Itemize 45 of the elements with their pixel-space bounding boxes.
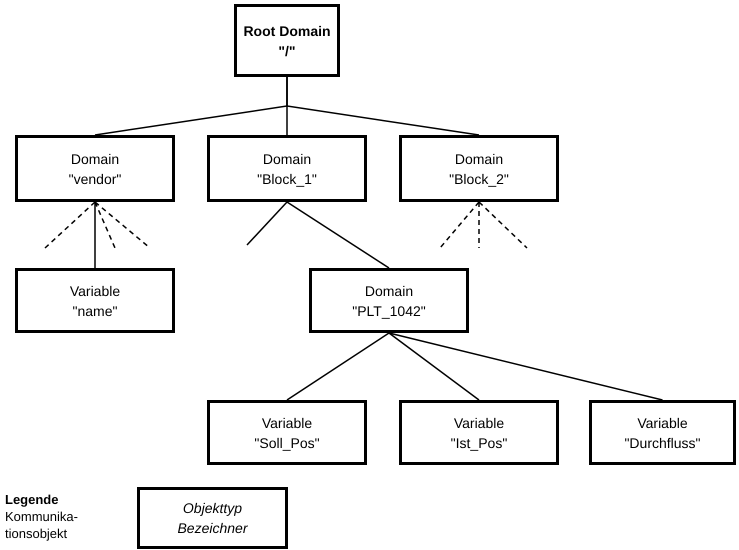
object-box xyxy=(207,400,367,465)
object-name-text: "Block_2" xyxy=(449,170,509,188)
object-box xyxy=(15,268,175,333)
object-box xyxy=(399,135,559,202)
branch-line xyxy=(94,201,150,249)
object-type-text: Domain xyxy=(262,150,312,168)
object-type-text: Objekttyp xyxy=(182,499,242,518)
object-type-text: Domain xyxy=(454,150,504,168)
object-type-text: Variable xyxy=(637,414,688,432)
branch-line xyxy=(478,202,480,248)
object-name-text: Bezeichner xyxy=(177,519,248,538)
object-box xyxy=(207,135,367,202)
object-name-text: "Block_1" xyxy=(257,170,317,188)
branch-line xyxy=(439,202,480,248)
legend-title: Legende xyxy=(5,491,60,508)
legend-description: Kommunika- tionsobjekt xyxy=(5,508,79,542)
object-type-text: Variable xyxy=(70,282,120,300)
tree-line xyxy=(286,77,480,136)
object-box xyxy=(399,400,559,465)
object-type-text: Domain xyxy=(364,282,414,300)
object-name-text: "vendor" xyxy=(68,170,122,188)
branch-line xyxy=(94,202,116,248)
branch-line xyxy=(246,201,288,246)
object-name-text: "Ist_Pos" xyxy=(450,434,508,452)
object-type-text: Variable xyxy=(454,414,504,432)
object-name-text: "Durchfluss" xyxy=(624,434,701,452)
branch-line xyxy=(44,201,96,249)
object-type-text: Domain xyxy=(70,150,120,168)
legend-sample-box xyxy=(137,487,288,549)
branch-line xyxy=(478,201,528,249)
tree-line xyxy=(388,332,480,401)
object-box xyxy=(309,268,469,333)
tree-line xyxy=(388,332,663,401)
tree-line xyxy=(94,202,96,268)
object-box xyxy=(589,400,736,465)
tree-line xyxy=(286,332,390,401)
object-box xyxy=(15,135,175,202)
object-name-text: "/" xyxy=(278,42,296,60)
tree-line xyxy=(286,201,390,269)
object-type-text: Variable xyxy=(262,414,312,432)
object-name-text: "name" xyxy=(72,302,118,320)
object-name-text: "Soll_Pos" xyxy=(254,434,320,452)
object-type-text: Root Domain xyxy=(243,22,331,40)
object-box xyxy=(234,4,340,77)
object-name-text: "PLT_1042" xyxy=(352,302,426,320)
